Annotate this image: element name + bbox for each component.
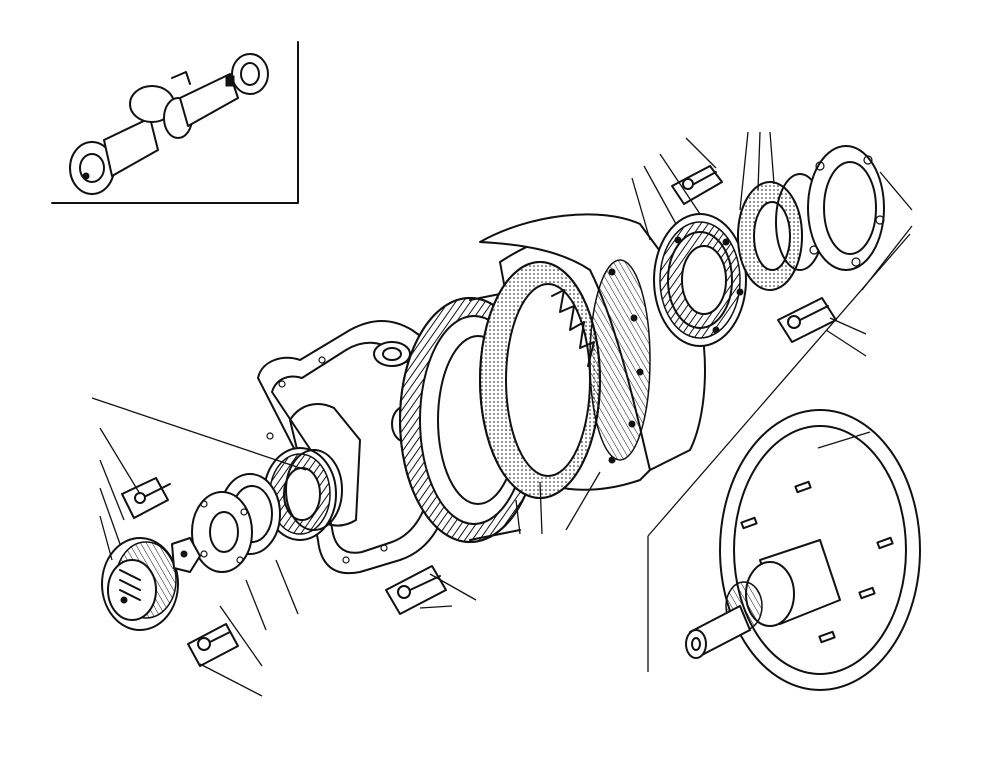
right-bearing	[653, 213, 747, 347]
left-lock-washer	[171, 537, 201, 573]
leader-line	[631, 177, 651, 241]
leader-line	[817, 431, 871, 449]
leader-line	[739, 131, 749, 211]
hub-drum	[479, 213, 706, 499]
leader-line	[757, 131, 761, 191]
leader-line	[99, 459, 125, 521]
leader-line	[99, 427, 141, 495]
leader-line	[99, 487, 121, 545]
leader-line	[91, 397, 307, 471]
right-seal-ring	[737, 173, 825, 291]
left-upper-bolt	[121, 477, 171, 519]
leader-line	[219, 605, 263, 667]
leader-line	[539, 481, 543, 535]
leader-line	[829, 317, 867, 335]
leader-line	[419, 605, 453, 609]
leader-line	[199, 663, 263, 697]
leader-line	[99, 515, 113, 561]
right-cover-plate	[807, 145, 885, 271]
leader-line	[245, 579, 267, 631]
leader-line	[825, 329, 867, 357]
axle-assembly-overview-inset	[51, 41, 299, 204]
left-seal-ring	[191, 473, 281, 573]
output-flange-shaft	[685, 409, 921, 691]
leader-line	[429, 573, 477, 601]
leader-line	[659, 153, 701, 215]
leader-line	[275, 559, 299, 615]
bottom-bolt	[385, 565, 447, 615]
leader-line	[769, 131, 775, 185]
leader-line	[685, 137, 717, 169]
leader-line	[643, 165, 677, 225]
leader-line	[565, 471, 601, 531]
right-bolt	[777, 297, 837, 343]
left-lower-bolt	[187, 623, 239, 667]
leader-line	[515, 499, 521, 535]
left-hub-cap	[101, 537, 179, 631]
leader-line	[647, 233, 911, 537]
leader-line	[879, 171, 913, 211]
leader-lines	[91, 131, 913, 697]
top-bolt	[671, 165, 723, 205]
